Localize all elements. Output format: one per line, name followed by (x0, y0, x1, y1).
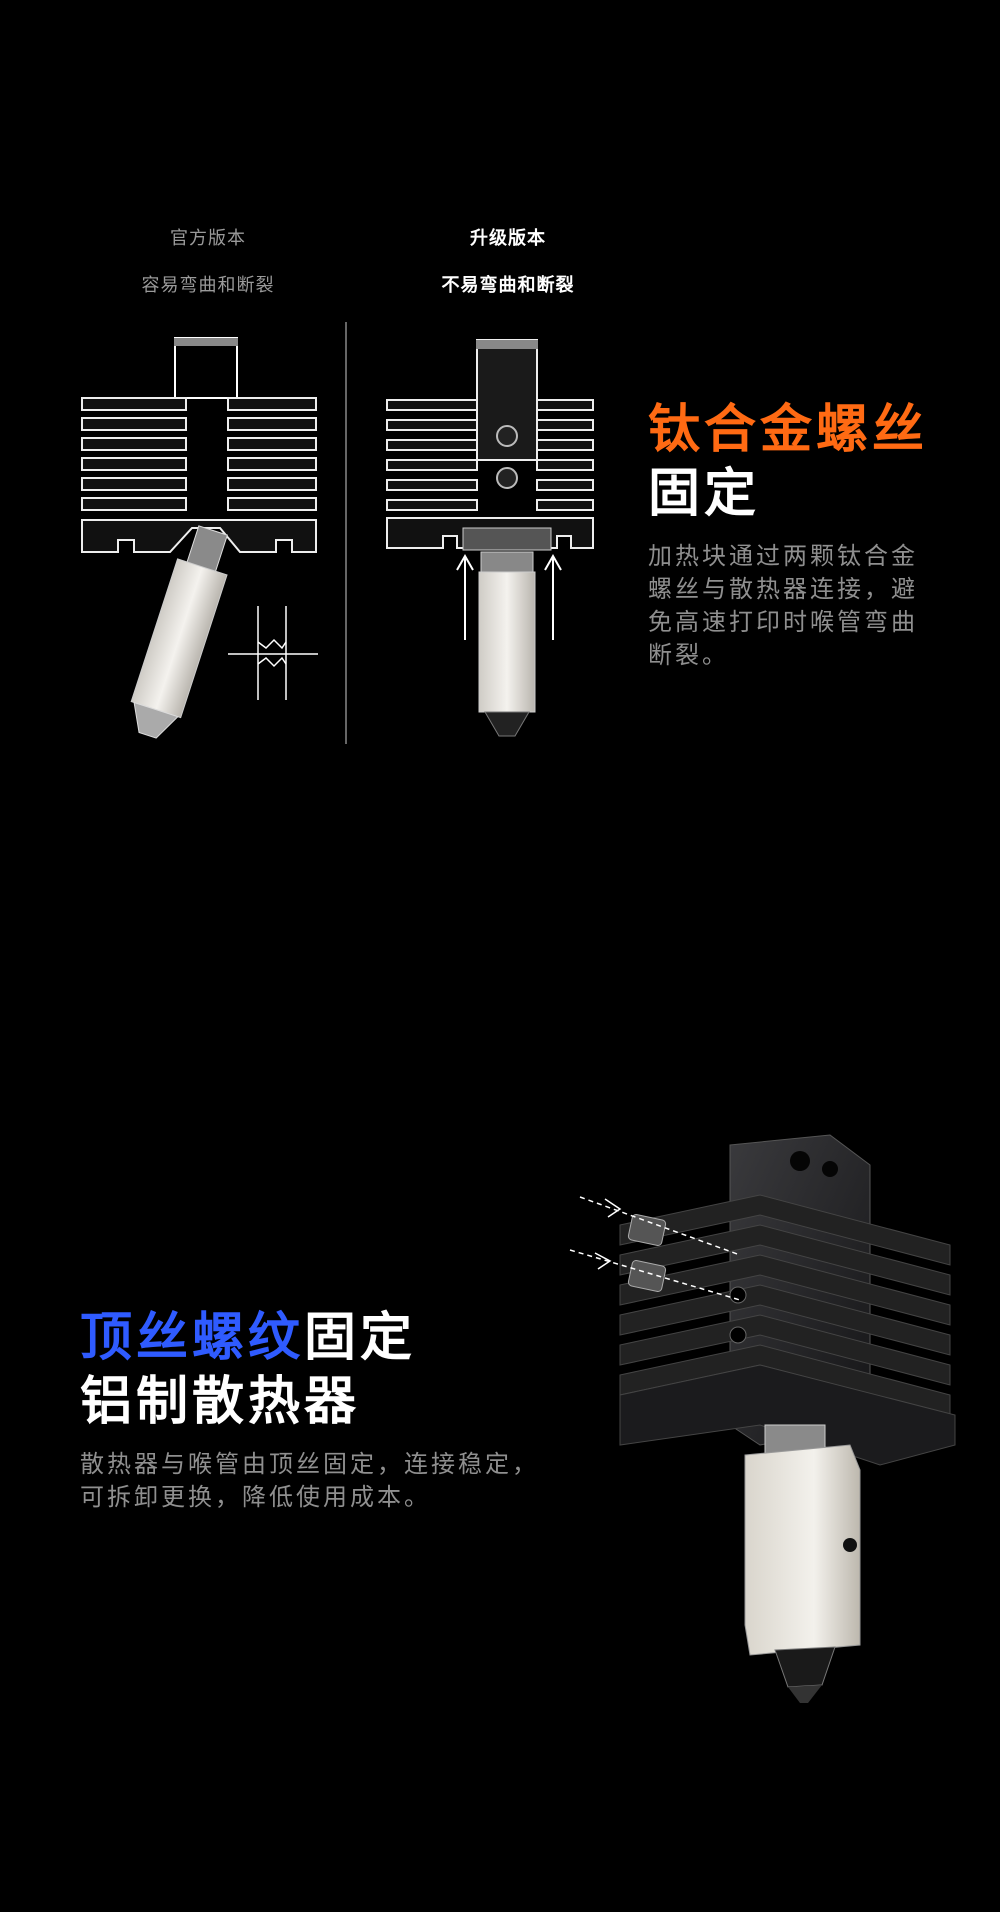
comparison-divider (345, 322, 347, 744)
hotend-upgraded-illustration (386, 339, 594, 737)
hotend-official-illustration (81, 337, 318, 739)
section2-description-line1: 散热器与喉管由顶丝固定，连接稳定， (80, 1450, 539, 1478)
section1-description: 加热块通过两颗钛合金螺丝与散热器连接，避免高速打印时喉管弯曲断裂。 (648, 542, 918, 669)
hotend-3d-render (569, 1134, 956, 1703)
upgraded-version-title: 升级版本 (470, 228, 546, 249)
heading-fixed: 固定 (648, 464, 761, 524)
heading-accent-titanium-screws: 钛合金螺丝 (648, 400, 929, 460)
section2-heading-line2: 铝制散热器 (80, 1372, 361, 1432)
upgraded-version-subtitle: 不易弯曲和断裂 (441, 275, 575, 296)
section2-description-line2: 可拆卸更换，降低使用成本。 (80, 1483, 431, 1511)
official-version-title: 官方版本 (170, 228, 246, 249)
section2-description: 散热器与喉管由顶丝固定，连接稳定， 可拆卸更换，降低使用成本。 (80, 1448, 560, 1514)
heading-fixed-2: 固定 (304, 1308, 417, 1368)
section2-heading-line1: 顶丝螺纹固定 (80, 1306, 416, 1370)
official-version-subtitle: 容易弯曲和断裂 (141, 275, 275, 296)
heading-accent-set-screw-thread: 顶丝螺纹 (80, 1308, 305, 1368)
